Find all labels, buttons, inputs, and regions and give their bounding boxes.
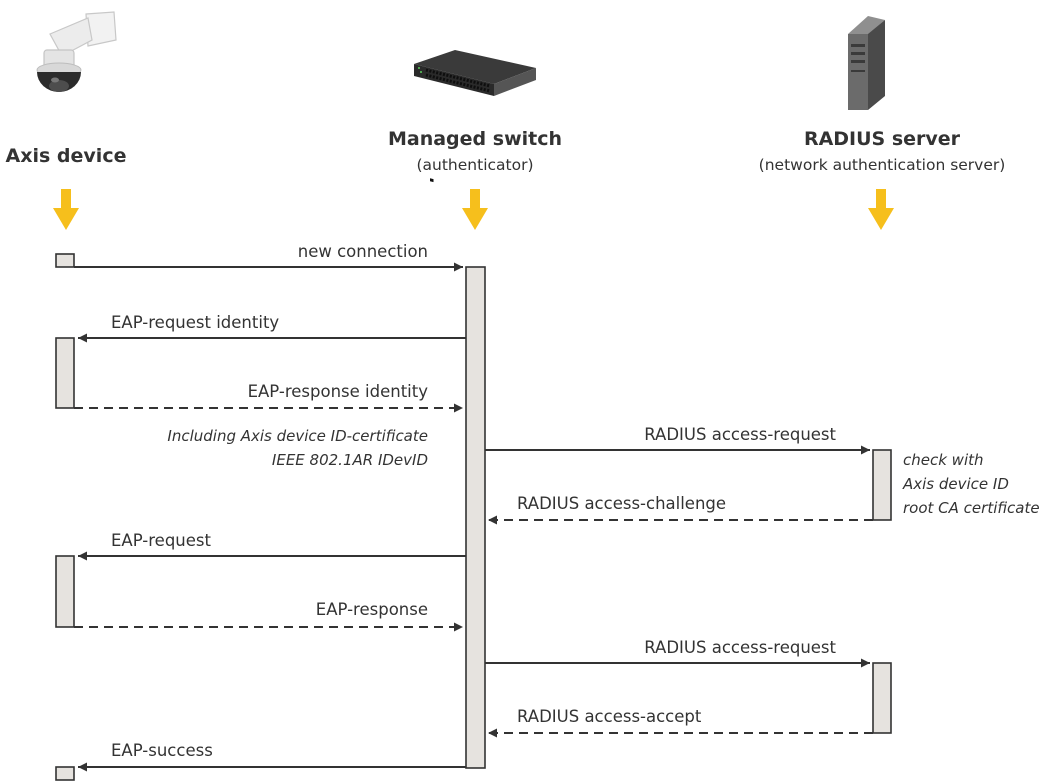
activation-device-1 <box>55 253 75 268</box>
check-note: Axis device ID <box>902 475 1009 493</box>
activation-switch <box>465 266 486 769</box>
participant-subtitle-switch: (authenticator) <box>416 156 533 174</box>
participant-subtitle-server: (network authentication server) <box>759 156 1006 174</box>
camera-icon <box>36 11 117 92</box>
down-arrow-icon <box>868 189 894 230</box>
message-label: EAP-success <box>111 741 213 760</box>
message-label: EAP-request identity <box>111 313 279 332</box>
switch-icon <box>414 50 536 183</box>
message-label: EAP-response <box>316 600 428 619</box>
down-arrow-icon <box>462 189 488 230</box>
activation-server-1 <box>872 449 892 521</box>
server-icon <box>848 16 885 110</box>
participant-title-switch: Managed switch <box>388 128 562 150</box>
message-label: RADIUS access-request <box>644 425 836 444</box>
message-label: EAP-response identity <box>248 382 429 401</box>
message-label: RADIUS access-challenge <box>517 494 726 513</box>
message-label: EAP-request <box>111 531 212 550</box>
message-label: new connection <box>298 242 428 261</box>
certificate-note: Including Axis device ID-certificate <box>167 427 428 445</box>
activation-server-2 <box>872 662 892 734</box>
check-note: check with <box>903 451 984 469</box>
activation-device-4 <box>55 766 75 781</box>
activation-device-2 <box>55 337 75 409</box>
message-label: RADIUS access-request <box>644 638 836 657</box>
check-note: root CA certificate <box>903 499 1040 517</box>
participant-title-server: RADIUS server <box>804 128 961 150</box>
certificate-note: IEEE 802.1AR IDevID <box>272 451 428 469</box>
down-arrow-icon <box>53 189 79 230</box>
participant-title-device: Axis device <box>6 145 127 167</box>
message-label: RADIUS access-accept <box>517 707 702 726</box>
activation-device-3 <box>55 555 75 628</box>
